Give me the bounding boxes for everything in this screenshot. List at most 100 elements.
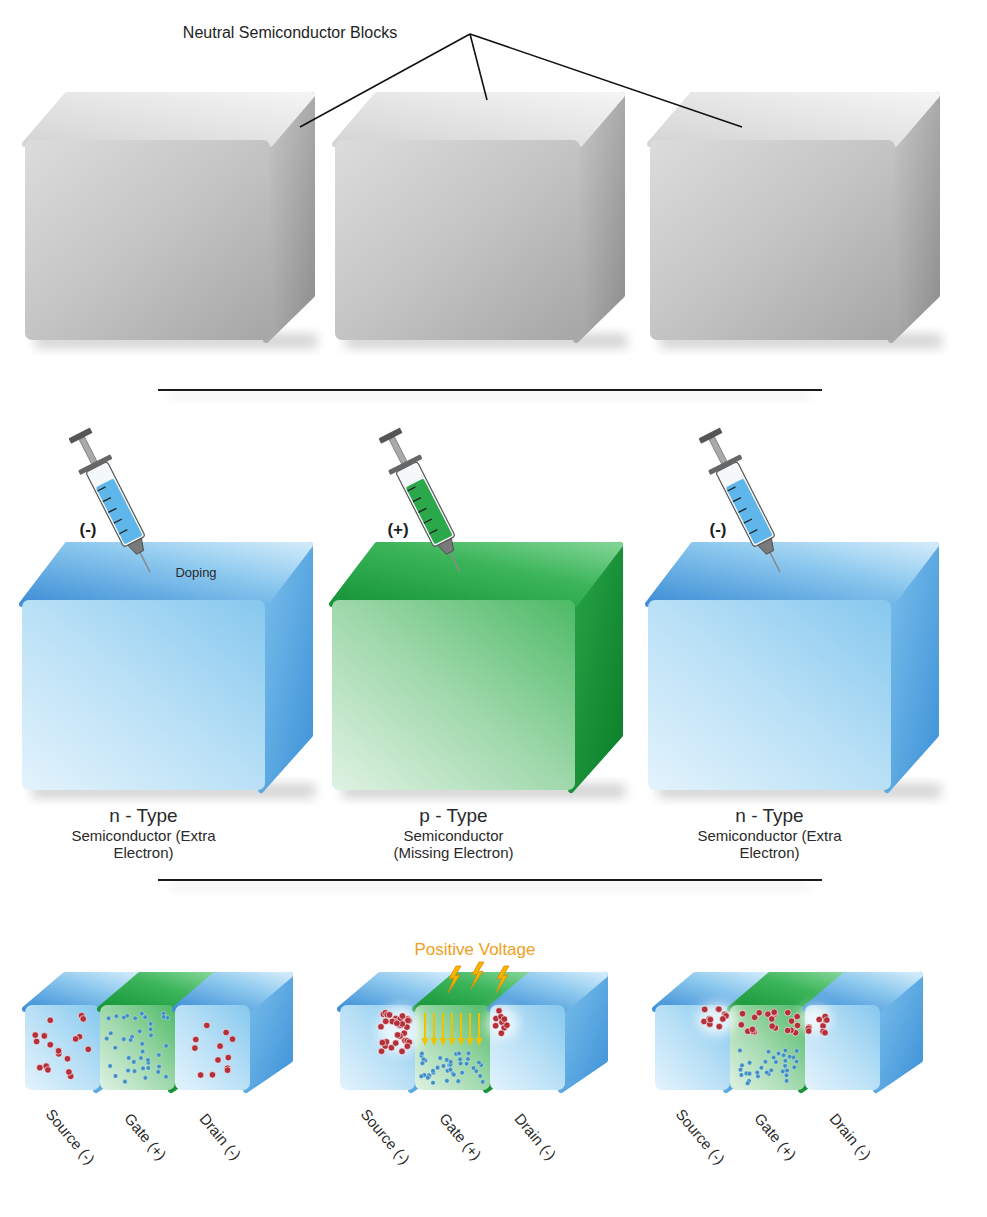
- electron-dot: [217, 1043, 224, 1050]
- gate-dot: [164, 1074, 169, 1079]
- electron-dot: [41, 1033, 48, 1040]
- syringe-tick: [429, 530, 437, 534]
- gate-dot: [438, 1056, 443, 1061]
- syringe-tick: [114, 519, 122, 523]
- gate-dot: [122, 1015, 127, 1020]
- terminal-label: Source (-): [672, 1106, 728, 1168]
- doped-block: [332, 545, 625, 798]
- gate-dot: [745, 1081, 750, 1086]
- electron-dot: [80, 1016, 87, 1023]
- gate-dot: [156, 1070, 161, 1075]
- syringe-liquid: [406, 478, 453, 544]
- syringe-needle: [449, 551, 460, 572]
- electron-dot: [192, 1045, 199, 1052]
- gate-dot: [164, 1044, 169, 1049]
- gate-dot: [763, 1059, 768, 1064]
- separator-shadow: [170, 392, 810, 400]
- syringe-tick: [424, 519, 432, 523]
- electron-dot: [47, 1017, 54, 1024]
- cube-front: [650, 140, 895, 340]
- gate-dot: [784, 1079, 789, 1084]
- electron-dot: [498, 1030, 505, 1037]
- cube-top: [25, 95, 312, 144]
- gate-dot: [128, 1038, 133, 1043]
- electron-dot: [771, 1009, 778, 1016]
- syringe-rod: [709, 437, 727, 464]
- syringe-needle: [769, 551, 780, 572]
- gate-dot: [435, 1065, 440, 1070]
- gate-dot: [776, 1051, 781, 1056]
- gate-dot: [140, 1049, 145, 1054]
- syringe-tick: [738, 508, 746, 512]
- gate-dot: [755, 1070, 760, 1075]
- syringe: [63, 425, 166, 580]
- electron-dot: [701, 1006, 708, 1013]
- gate-dot: [113, 1045, 118, 1050]
- gate-dot: [764, 1070, 769, 1075]
- cube-top: [490, 975, 605, 1009]
- cube-top: [335, 95, 622, 144]
- field-arrowhead: [449, 1038, 456, 1046]
- electron-dot: [225, 1054, 232, 1061]
- gate-dot: [451, 1072, 456, 1077]
- gate-dot: [149, 1033, 154, 1038]
- gate-dot: [448, 1060, 453, 1065]
- field-arrow: [451, 1013, 453, 1041]
- gate-dot: [460, 1070, 465, 1075]
- syringe: [693, 425, 796, 580]
- cube-top: [650, 95, 937, 144]
- field-arrowhead: [431, 1038, 438, 1046]
- gate-dot: [419, 1074, 424, 1079]
- syringe-flange: [388, 454, 422, 475]
- electron-dot: [33, 1038, 40, 1045]
- charge-sign: (+): [387, 521, 408, 540]
- callout-label: Neutral Semiconductor Blocks: [183, 24, 397, 42]
- terminal-label: Drain (-): [511, 1111, 559, 1164]
- electron-dot: [822, 1030, 829, 1037]
- field-arrow: [433, 1013, 435, 1041]
- syringe-tick: [408, 487, 416, 491]
- cube-front: [648, 600, 891, 790]
- electron-dot: [224, 1067, 231, 1074]
- gate-dot: [783, 1064, 788, 1069]
- gate-dot: [445, 1079, 450, 1084]
- electron-dot: [715, 1006, 722, 1013]
- electron-dot: [382, 1018, 389, 1025]
- field-arrow: [460, 1013, 462, 1041]
- syringe-cap: [378, 428, 402, 444]
- gate-dot: [132, 1069, 137, 1074]
- gate-dot: [133, 1016, 138, 1021]
- syringe-tick: [744, 519, 752, 523]
- gate-dot: [759, 1065, 764, 1070]
- syringe-needle: [139, 551, 150, 572]
- gate-dot: [783, 1058, 788, 1063]
- type-description: Semiconductor (Extra Electron): [695, 828, 845, 862]
- gate-dot: [109, 1031, 114, 1036]
- separator-shadow: [170, 882, 810, 890]
- gate-dot: [123, 1079, 128, 1084]
- type-heading: n - Type: [109, 805, 177, 826]
- electron-dot: [405, 1017, 412, 1024]
- gate-dot: [420, 1051, 425, 1056]
- electron-dot: [404, 1043, 411, 1050]
- gate-dot: [783, 1048, 788, 1053]
- glow: [697, 1003, 737, 1035]
- electron-dot: [72, 1036, 79, 1043]
- doped-block: [648, 545, 941, 798]
- gate-dot: [464, 1061, 469, 1066]
- cube-front: [805, 1005, 880, 1090]
- glow: [378, 1006, 422, 1054]
- electron-dot: [399, 1013, 406, 1020]
- syringe-tick: [749, 530, 757, 534]
- gate-dot: [740, 1063, 745, 1068]
- terminal-label: Source (-): [42, 1106, 98, 1168]
- gate-dot: [104, 1036, 109, 1041]
- gate-dot: [126, 1068, 131, 1073]
- electron-dot: [378, 1048, 385, 1055]
- electron-dot: [739, 1010, 746, 1017]
- syringe-cap: [68, 428, 92, 444]
- cube-front: [332, 600, 575, 790]
- gate-dot: [106, 1016, 111, 1021]
- gate-dot: [114, 1014, 119, 1019]
- electron-dot: [771, 1010, 778, 1017]
